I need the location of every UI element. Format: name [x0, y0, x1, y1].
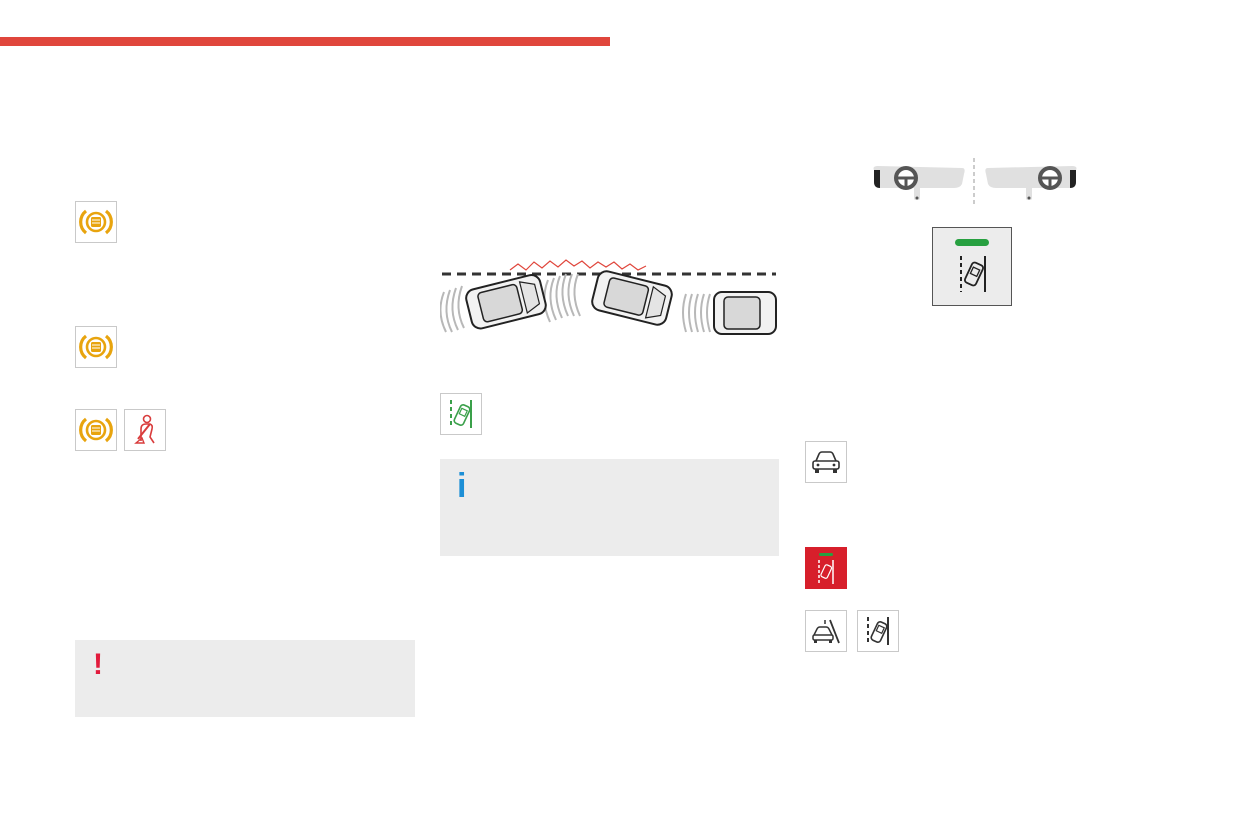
steering-position-illustration	[873, 158, 1077, 204]
speed-limit-recognition-icon	[75, 326, 117, 368]
info-icon: i	[457, 467, 467, 505]
lane-keeping-illustration	[440, 259, 777, 335]
warning-exclamation-icon: !	[93, 648, 103, 681]
speed-limit-recognition-icon	[75, 201, 117, 243]
header-accent-bar	[0, 37, 610, 46]
seatbelt-warning-icon	[124, 409, 166, 451]
lane-assist-icon	[857, 610, 899, 652]
lane-assist-icon	[960, 256, 986, 292]
instrument-display-panel	[932, 227, 1012, 306]
info-note: i	[440, 459, 779, 556]
speed-limit-recognition-icon	[75, 409, 117, 451]
car-front-icon	[805, 441, 847, 483]
lane-assist-status-light	[955, 239, 989, 246]
road-car-icon	[805, 610, 847, 652]
lane-assist-icon	[440, 393, 482, 435]
lane-assist-active-icon	[805, 547, 847, 589]
warning-note: !	[75, 640, 415, 717]
